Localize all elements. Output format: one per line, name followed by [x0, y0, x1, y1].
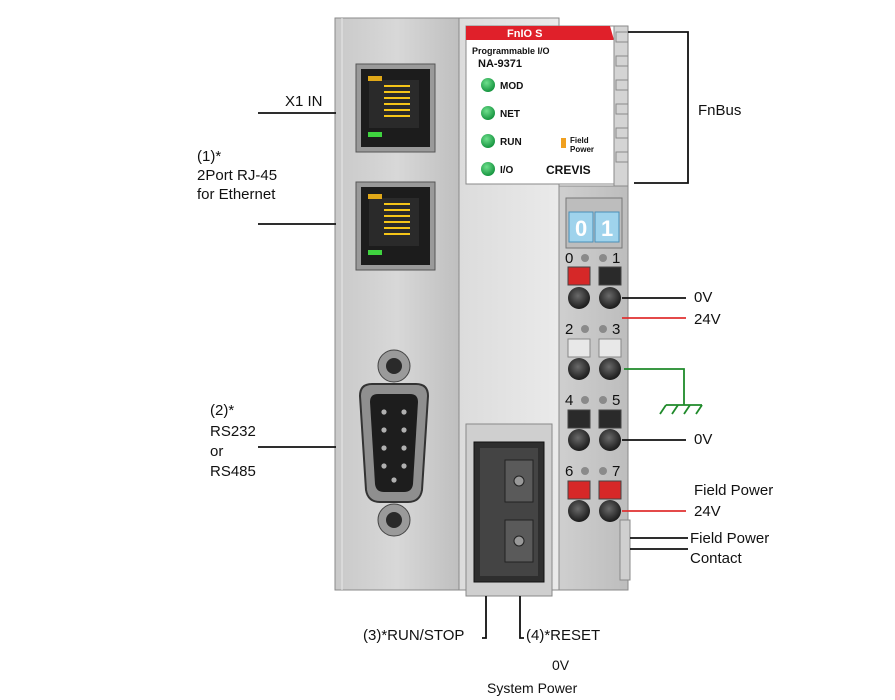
terminal-number: 1: [612, 250, 620, 267]
label-reset: (4)*RESET: [526, 627, 600, 644]
label-panel: FnIO S Programmable I/O NA-9371 MOD NET …: [465, 25, 615, 185]
terminal-number: 0: [565, 250, 573, 267]
link-led-icon: [368, 132, 382, 137]
label-system-0v: 0V: [552, 657, 570, 673]
brand-stripe: [466, 26, 614, 40]
label-0v-1: 0V: [694, 289, 712, 306]
field-power-led-icon: [561, 138, 566, 148]
mod-led-icon: [481, 78, 495, 92]
label-field-power: Field Power: [694, 482, 773, 499]
db9-serial-port[interactable]: [358, 349, 430, 537]
label-0v-2: 0V: [694, 431, 712, 448]
label-system-power: System Power: [487, 680, 578, 696]
activity-led-icon: [368, 76, 382, 81]
label-serial-2: RS232: [210, 423, 256, 440]
led-label-mod: MOD: [500, 81, 523, 92]
panel-subtitle: Programmable I/O: [472, 46, 550, 56]
terminal-block: 0 1 0 1 2 3 4 5 6 7: [558, 185, 631, 591]
power-connector: [465, 423, 553, 597]
link-led-icon: [368, 250, 382, 255]
terminal-hole[interactable]: [568, 287, 590, 309]
channel-led-icon: [598, 266, 622, 286]
label-fp-contact-2: Contact: [690, 550, 743, 567]
channel-led-icon: [598, 409, 622, 429]
fnbus-edge: [613, 25, 629, 187]
channel-led-icon: [567, 480, 591, 500]
rj45-port-1[interactable]: [355, 63, 436, 153]
label-serial-3: or: [210, 443, 223, 460]
label-fp-contact-1: Field Power: [690, 530, 769, 547]
panel-series: FnIO S: [507, 28, 542, 40]
field-label-1: Field: [570, 136, 589, 145]
channel-led-icon: [567, 266, 591, 286]
terminal-number: 2: [565, 321, 573, 338]
terminal-hole[interactable]: [599, 287, 621, 309]
label-x1-in: X1 IN: [285, 93, 323, 110]
terminal-hole[interactable]: [568, 500, 590, 522]
channel-led-icon: [567, 409, 591, 429]
label-serial-4: RS485: [210, 463, 256, 480]
field-label-2: Power: [570, 145, 594, 154]
rotary-digit-1-label: 1: [601, 216, 613, 241]
label-rj45-3: for Ethernet: [197, 186, 276, 203]
label-rj45-1: (1)*: [197, 148, 221, 165]
terminal-number: 3: [612, 321, 620, 338]
rotary-digit-0-label: 0: [575, 216, 587, 241]
terminal-number: 6: [565, 463, 573, 480]
brand-name: CREVIS: [546, 163, 591, 177]
label-24v-1: 24V: [694, 311, 721, 328]
terminal-hole[interactable]: [599, 500, 621, 522]
terminal-number: 7: [612, 463, 620, 480]
io-led-icon: [481, 162, 495, 176]
terminal-hole[interactable]: [599, 358, 621, 380]
terminal-number: 4: [565, 392, 573, 409]
led-label-net: NET: [500, 109, 520, 120]
label-rj45-2: 2Port RJ-45: [197, 167, 277, 184]
led-label-io: I/O: [500, 165, 514, 176]
terminal-hole[interactable]: [568, 358, 590, 380]
label-fnbus: FnBus: [698, 102, 741, 119]
leader-lines: [258, 31, 703, 639]
rotary-digit-1[interactable]: [594, 211, 620, 243]
channel-led-icon: [567, 338, 591, 358]
terminal-number: 5: [612, 392, 620, 409]
panel-model: NA-9371: [478, 58, 522, 70]
terminal-hole[interactable]: [599, 429, 621, 451]
activity-led-icon: [368, 194, 382, 199]
net-led-icon: [481, 106, 495, 120]
run-led-icon: [481, 134, 495, 148]
label-24v-2: 24V: [694, 503, 721, 520]
channel-led-icon: [598, 480, 622, 500]
rj45-port-2[interactable]: [355, 181, 436, 271]
label-run-stop: (3)*RUN/STOP: [363, 627, 464, 644]
rotary-digit-0[interactable]: [568, 211, 594, 243]
label-serial-1: (2)*: [210, 402, 234, 419]
led-label-run: RUN: [500, 137, 522, 148]
terminal-hole[interactable]: [568, 429, 590, 451]
channel-led-icon: [598, 338, 622, 358]
